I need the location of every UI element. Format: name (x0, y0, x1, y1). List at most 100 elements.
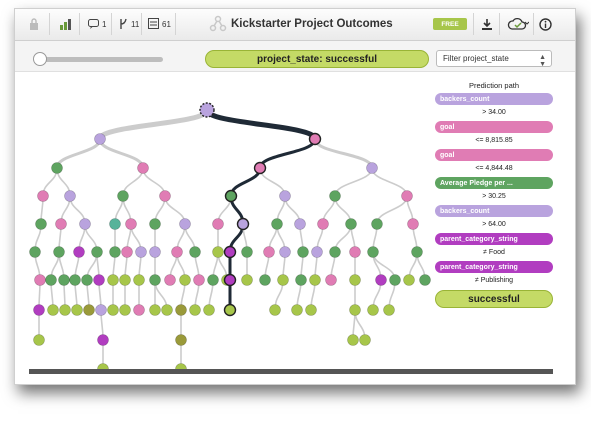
tree-node[interactable] (359, 334, 371, 346)
tree-node[interactable] (366, 162, 378, 174)
tree-node[interactable] (37, 190, 49, 202)
tree-node[interactable] (241, 246, 253, 258)
tree-node[interactable] (29, 246, 41, 258)
tree-node[interactable] (164, 274, 176, 286)
tree-node[interactable] (55, 218, 67, 230)
tree-node[interactable] (81, 274, 93, 286)
tree-node[interactable] (295, 274, 307, 286)
tree-node[interactable] (367, 246, 379, 258)
tree-node[interactable] (212, 218, 224, 230)
state-filter-pill[interactable]: project_state: successful (205, 50, 429, 68)
tree-node[interactable] (203, 304, 215, 316)
tree-node[interactable] (71, 304, 83, 316)
tree-node[interactable] (119, 304, 131, 316)
tree-node[interactable] (241, 274, 253, 286)
comment-count[interactable]: 1 (88, 16, 106, 32)
tree-node[interactable] (175, 334, 187, 346)
tree-node[interactable] (349, 246, 361, 258)
tree-node[interactable] (367, 304, 379, 316)
prediction-count[interactable]: 61 (148, 16, 171, 32)
tree-node[interactable] (199, 102, 215, 118)
tree-node[interactable] (189, 304, 201, 316)
tree-node[interactable] (401, 190, 413, 202)
download-icon[interactable] (481, 16, 493, 32)
tree-node[interactable] (297, 246, 309, 258)
tree-node[interactable] (345, 218, 357, 230)
tree-node[interactable] (161, 304, 173, 316)
tree-node[interactable] (294, 218, 306, 230)
tree-node[interactable] (117, 190, 129, 202)
cloud-icon[interactable] (507, 16, 529, 32)
info-icon[interactable] (539, 16, 552, 32)
tree-node[interactable] (279, 190, 291, 202)
tree-node[interactable] (175, 304, 187, 316)
tree-node[interactable] (269, 304, 281, 316)
tree-node[interactable] (349, 304, 361, 316)
tree-node[interactable] (223, 273, 237, 287)
tree-node[interactable] (97, 334, 109, 346)
tree-node[interactable] (91, 246, 103, 258)
tree-node[interactable] (179, 218, 191, 230)
tree-node[interactable] (35, 218, 47, 230)
tree-node[interactable] (95, 304, 107, 316)
tree-node[interactable] (375, 274, 387, 286)
tree-node[interactable] (64, 190, 76, 202)
tree-node[interactable] (271, 218, 283, 230)
tree-node[interactable] (349, 274, 361, 286)
tree-node[interactable] (253, 161, 267, 175)
tree-node[interactable] (212, 246, 224, 258)
tree-node[interactable] (259, 274, 271, 286)
fork-count[interactable]: 11 (119, 16, 139, 32)
tree-node[interactable] (33, 334, 45, 346)
tree-node[interactable] (207, 274, 219, 286)
tree-node[interactable] (224, 189, 238, 203)
tree-node[interactable] (263, 246, 275, 258)
tree-node[interactable] (109, 218, 121, 230)
tree-node[interactable] (79, 218, 91, 230)
tree-node[interactable] (133, 304, 145, 316)
tree-node[interactable] (171, 246, 183, 258)
tree-node[interactable] (149, 246, 161, 258)
tree-node[interactable] (179, 274, 191, 286)
tree-node[interactable] (175, 363, 187, 370)
tree-node[interactable] (325, 274, 337, 286)
filter-select[interactable]: Filter project_state ▲▼ (436, 50, 552, 68)
tree-node[interactable] (329, 190, 341, 202)
tree-node[interactable] (83, 304, 95, 316)
tree-node[interactable] (279, 246, 291, 258)
tree-node[interactable] (308, 132, 322, 146)
tree-node[interactable] (383, 304, 395, 316)
tree-node[interactable] (109, 246, 121, 258)
tree-node[interactable] (94, 133, 106, 145)
tree-node[interactable] (58, 274, 70, 286)
tree-node[interactable] (149, 274, 161, 286)
tree-node[interactable] (149, 218, 161, 230)
tree-node[interactable] (59, 304, 71, 316)
tree-node[interactable] (149, 304, 161, 316)
tree-node[interactable] (121, 246, 133, 258)
tree-node[interactable] (223, 245, 237, 259)
tree-node[interactable] (189, 246, 201, 258)
tree-node[interactable] (223, 303, 237, 317)
tree-node[interactable] (45, 274, 57, 286)
tree-node[interactable] (407, 218, 419, 230)
decision-tree[interactable] (15, 72, 435, 369)
tree-node[interactable] (125, 218, 137, 230)
tree-node[interactable] (93, 274, 105, 286)
tree-node[interactable] (119, 274, 131, 286)
tree-node[interactable] (137, 162, 149, 174)
tree-node[interactable] (107, 274, 119, 286)
tree-node[interactable] (97, 363, 109, 370)
tree-node[interactable] (53, 246, 65, 258)
tree-node[interactable] (371, 218, 383, 230)
tree-node[interactable] (311, 246, 323, 258)
tree-node[interactable] (347, 334, 359, 346)
tree-node[interactable] (236, 217, 250, 231)
tree-node[interactable] (403, 274, 415, 286)
tree-node[interactable] (33, 304, 45, 316)
tree-node[interactable] (107, 304, 119, 316)
tree-node[interactable] (34, 274, 46, 286)
tree-node[interactable] (389, 274, 401, 286)
tree-node[interactable] (133, 274, 145, 286)
chart-icon[interactable] (59, 16, 75, 32)
